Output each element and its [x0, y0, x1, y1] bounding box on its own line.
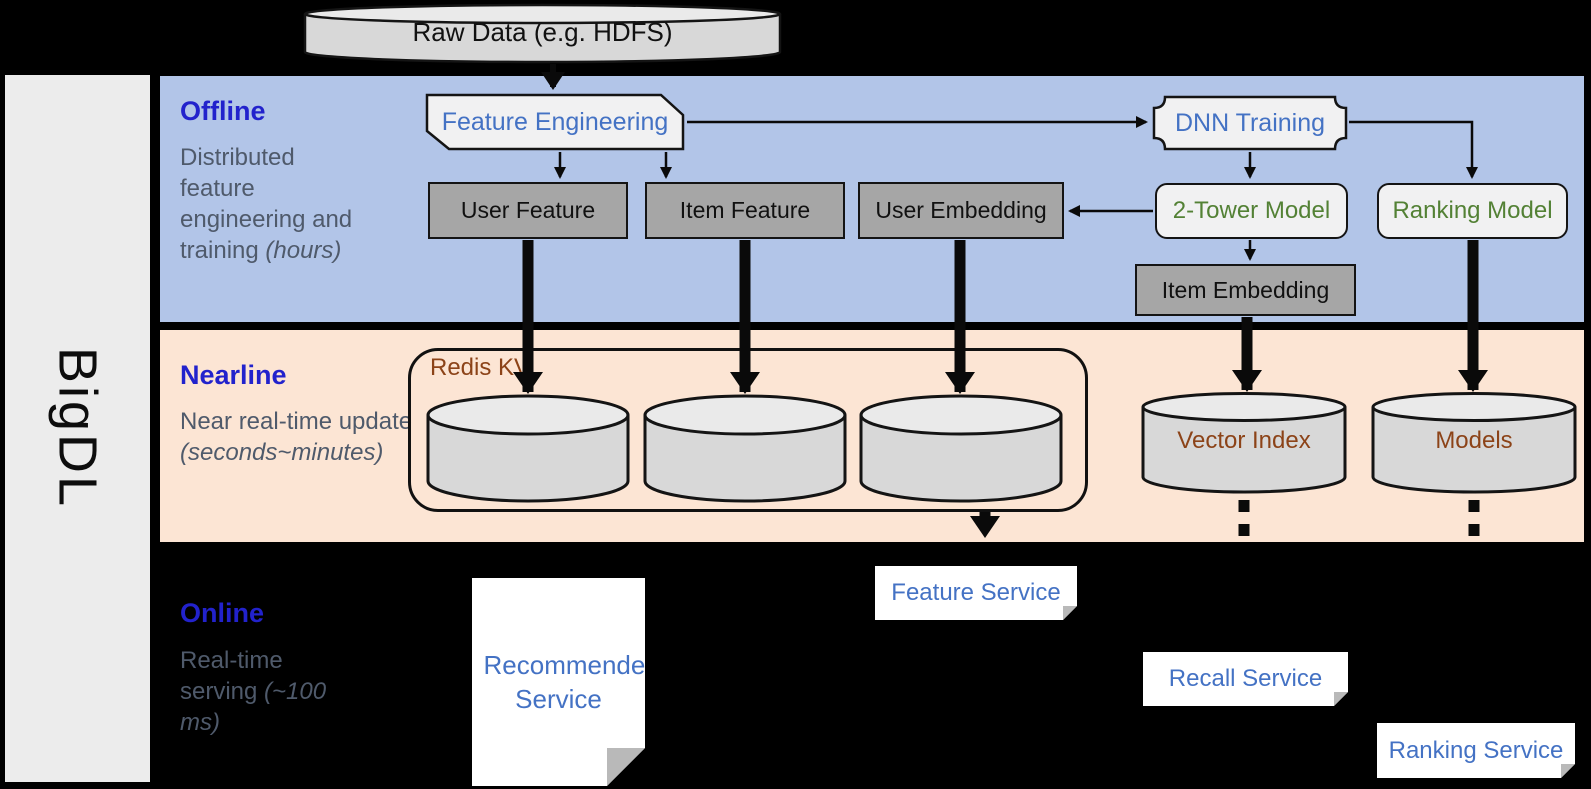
bigdl-logo-text: BigDL: [47, 347, 108, 510]
online-desc-text: Real-time serving: [180, 647, 283, 705]
feature-engineering-label: Feature Engineering: [441, 107, 669, 136]
node-models: Models: [1370, 391, 1578, 501]
online-title: Online: [180, 598, 265, 628]
node-user-embedding: User Embedding: [858, 182, 1064, 239]
node-two-tower-model: 2-Tower Model: [1155, 183, 1348, 239]
dnn-training-label: DNN Training: [1174, 108, 1326, 137]
folded-corner: [1063, 606, 1077, 620]
folded-corner: [1334, 692, 1348, 706]
node-dnn-training: DNN Training: [1152, 95, 1348, 151]
node-item-embedding: Item Embedding: [1135, 264, 1356, 316]
node-item-feature: Item Feature: [645, 182, 845, 239]
cylinder-shape: [1371, 392, 1577, 494]
two-tower-model-label: 2-Tower Model: [1172, 197, 1331, 224]
user-feature-label: User Feature: [460, 197, 596, 223]
folded-corner: [1561, 764, 1575, 778]
offline-desc-text: Distributed feature engineering and trai…: [180, 144, 353, 264]
node-ranking-model: Ranking Model: [1377, 183, 1568, 239]
redis-cylinder-3: [858, 393, 1064, 505]
cylinder-shape: [859, 394, 1063, 503]
nearline-description: Near real-time update (seconds~minutes): [180, 406, 415, 468]
cylinder-shape: [643, 394, 847, 503]
node-user-feature: User Feature: [428, 182, 628, 239]
models-label: Models: [1435, 427, 1513, 454]
ranking-service-label: Ranking Service: [1388, 736, 1564, 764]
redis-cylinder-2: [642, 393, 848, 505]
node-recall-service: Recall Service: [1143, 652, 1348, 706]
nearline-time-text: (seconds~minutes): [180, 439, 384, 466]
snip-corner-shape: [425, 93, 685, 151]
redis-cylinder-1: [425, 393, 631, 505]
offline-description: Distributed feature engineering and trai…: [180, 142, 368, 266]
nearline-desc-text: Near real-time update: [180, 408, 413, 435]
redis-kv-label: Redis KV: [430, 354, 531, 381]
folded-corner: [607, 748, 645, 786]
node-feature-engineering: Feature Engineering: [425, 93, 685, 151]
online-description: Real-time serving (~100 ms): [180, 645, 340, 738]
node-ranking-service: Ranking Service: [1377, 723, 1575, 778]
node-raw-data: Raw Data (e.g. HDFS): [302, 3, 783, 65]
item-feature-label: Item Feature: [679, 197, 811, 223]
feature-service-label: Feature Service: [891, 579, 1061, 606]
raw-data-label: Raw Data (e.g. HDFS): [412, 17, 673, 47]
cylinder-shape: [1141, 392, 1347, 494]
offline-title: Offline: [180, 96, 266, 126]
online-time-text: (~100 ms): [180, 678, 327, 736]
recommender-service-label: Recommender Service: [483, 650, 655, 714]
user-embedding-label: User Embedding: [875, 197, 1047, 223]
nearline-title: Nearline: [180, 360, 287, 390]
bigdl-sidebar: BigDL: [5, 75, 150, 782]
node-recommender-service: Recommender Service: [472, 578, 645, 786]
recall-service-label: Recall Service: [1168, 665, 1323, 692]
vector-index-label: Vector Index: [1177, 427, 1311, 454]
plaque-shape: [1152, 95, 1348, 151]
node-vector-index: Vector Index: [1140, 391, 1348, 501]
cylinder-shape: [303, 3, 782, 64]
ranking-model-label: Ranking Model: [1392, 197, 1553, 224]
node-feature-service: Feature Service: [875, 566, 1077, 620]
item-embedding-label: Item Embedding: [1161, 276, 1330, 303]
offline-time-text: (hours): [265, 237, 342, 264]
cylinder-shape: [426, 394, 630, 503]
